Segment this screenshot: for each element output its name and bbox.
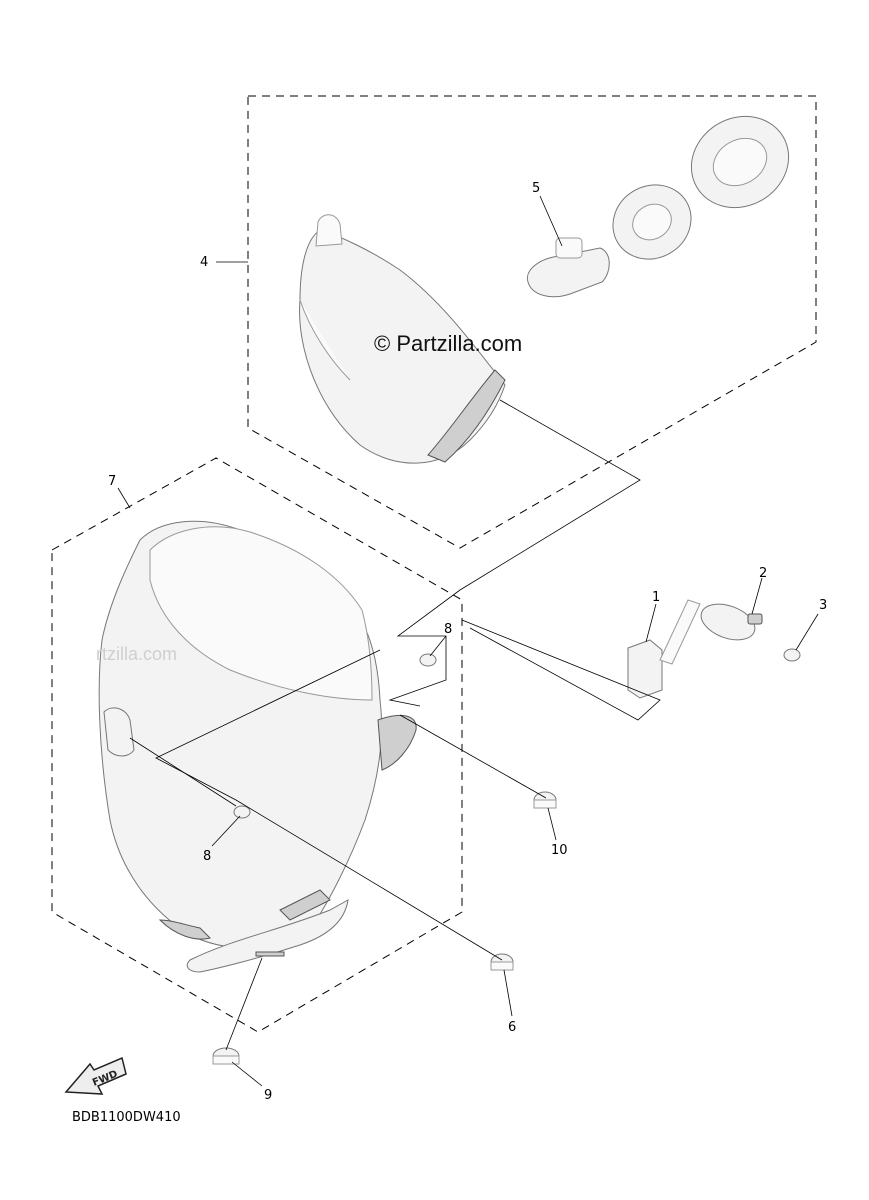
faint-watermark: rtzilla.com — [96, 644, 177, 664]
lower-trim — [186, 889, 349, 973]
callout-2: 2 — [759, 566, 767, 581]
side-bracket — [103, 707, 135, 757]
callout-8-lower: 8 — [203, 849, 211, 864]
reflector-ring — [612, 184, 692, 260]
headlight-housing — [299, 214, 506, 464]
grommet-6 — [490, 953, 514, 971]
grommet-10 — [533, 791, 557, 809]
callout-9: 9 — [264, 1088, 272, 1103]
headlight-cowl — [98, 520, 417, 949]
callout-3: 3 — [819, 598, 827, 613]
bulb-socket — [526, 237, 610, 298]
callout-5: 5 — [532, 181, 540, 196]
grommet-8-upper — [419, 653, 437, 667]
callout-8-upper: 8 — [444, 622, 452, 637]
callout-10: 10 — [551, 843, 568, 858]
forward-arrow-icon: FWD — [64, 1056, 127, 1095]
callout-7: 7 — [108, 474, 116, 489]
screw-under-cowl — [255, 951, 285, 957]
diagram-code: BDB1100DW410 — [72, 1110, 181, 1125]
watermark: © Partzilla.com — [374, 331, 522, 356]
grommet-9 — [212, 1047, 240, 1065]
headlight-lens — [690, 115, 790, 209]
signal-bracket-assembly — [627, 599, 763, 699]
callout-4: 4 — [200, 255, 208, 270]
callout-6: 6 — [508, 1020, 516, 1035]
leader-lines — [117, 195, 819, 1087]
assembly-7-boundary — [51, 457, 463, 1033]
grommet-8-lower — [233, 805, 251, 819]
callout-1: 1 — [652, 590, 660, 605]
bolt-3 — [783, 648, 801, 662]
